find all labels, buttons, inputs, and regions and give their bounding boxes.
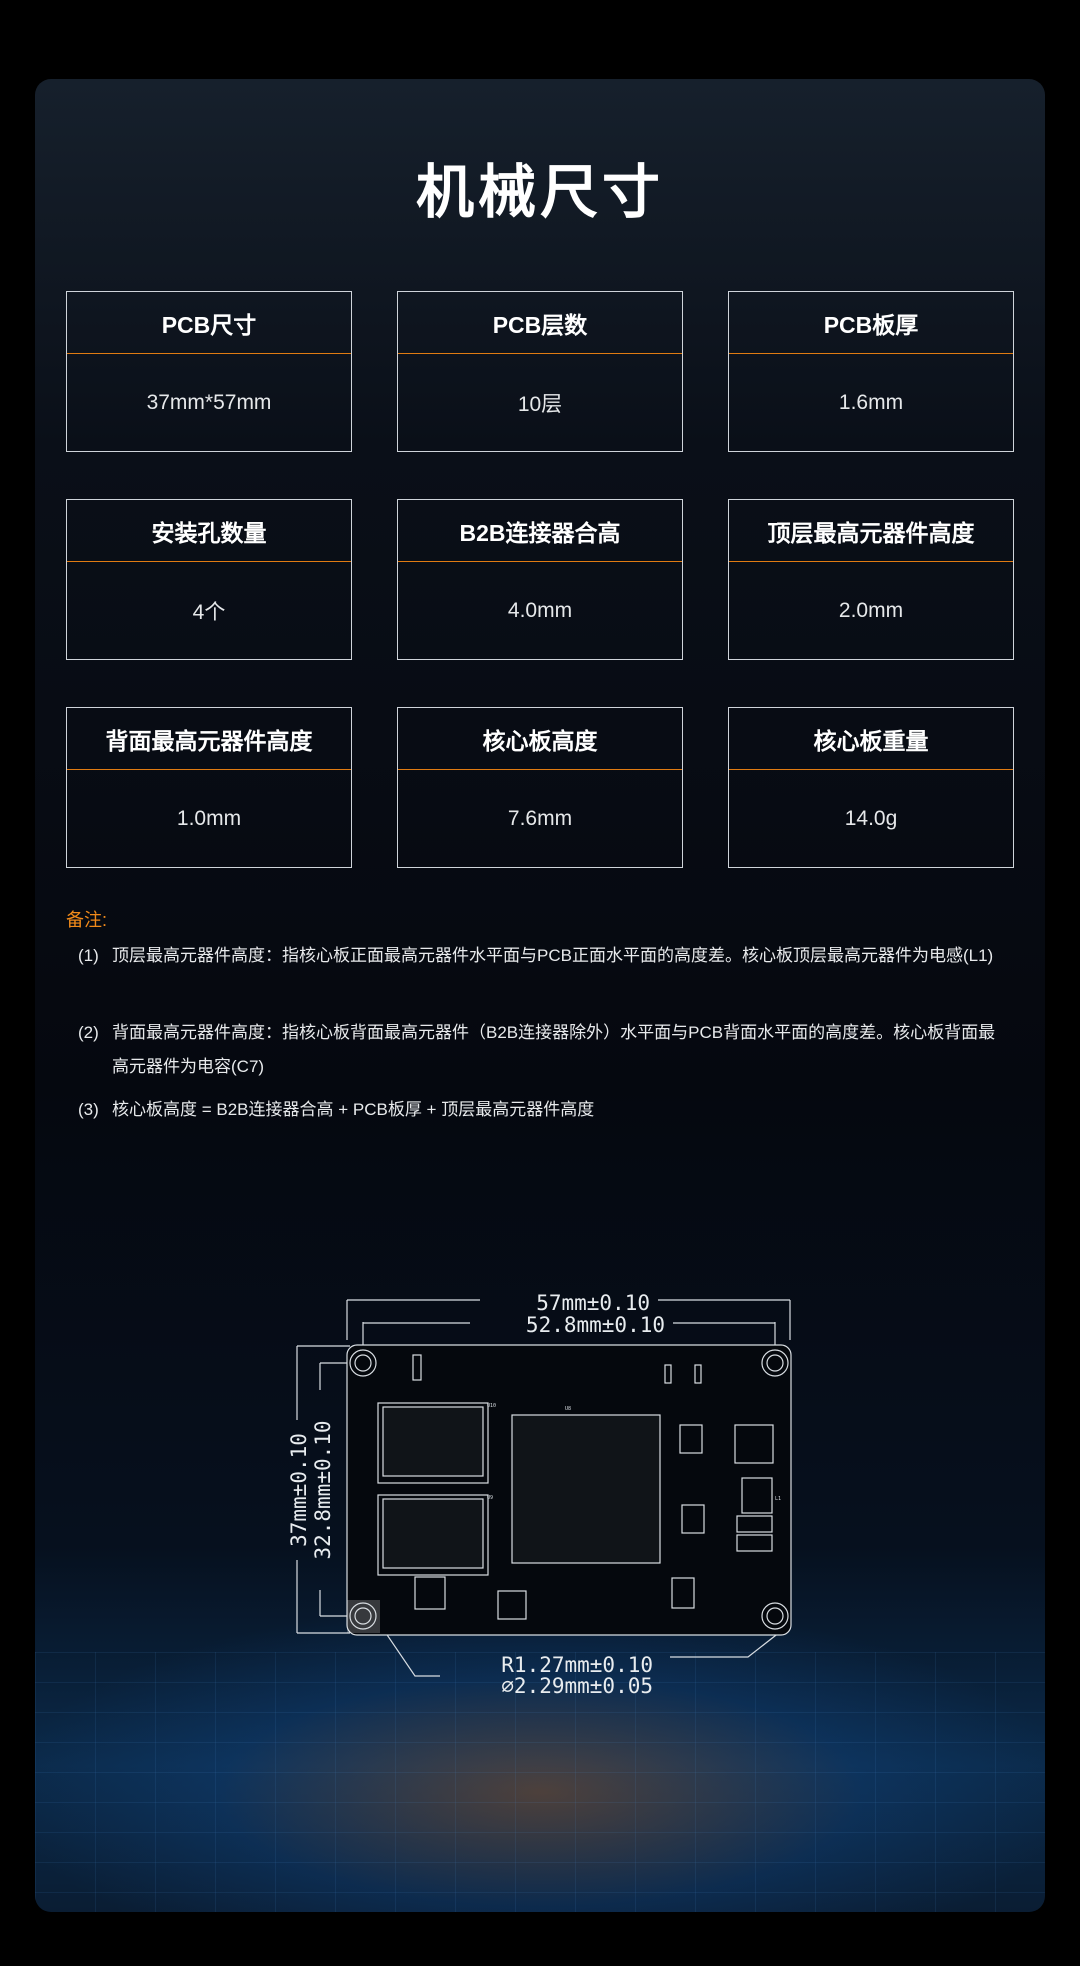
spec-value: 10层 — [517, 392, 563, 416]
note-number: (1) — [78, 946, 99, 965]
spec-label: 核心板重量 — [729, 708, 1013, 770]
note-number: (3) — [78, 1100, 99, 1119]
note-text: 背面最高元器件高度：指核心板背面最高元器件（B2B连接器除外）水平面与PCB背面… — [112, 1023, 996, 1076]
hole-diameter-label: ∅2.29mm±0.05 — [501, 1674, 653, 1698]
spec-value: 4.0mm — [507, 598, 573, 622]
spec-box: 背面最高元器件高度 1.0mm — [66, 707, 352, 868]
note-1: (1) 顶层最高元器件高度：指核心板正面最高元器件水平面与PCB正面水平面的高度差… — [78, 939, 998, 973]
spec-box: 核心板高度 7.6mm — [397, 707, 683, 868]
spec-label: 核心板高度 — [398, 708, 682, 770]
component-labels: U8 U10 U9 L1 — [487, 1403, 781, 1502]
note-number: (2) — [78, 1023, 99, 1042]
spec-label: PCB层数 — [398, 292, 682, 354]
background-glow — [35, 1612, 1045, 1912]
width-inner-label: 52.8mm±0.10 — [526, 1313, 665, 1337]
mounting-holes — [349, 1349, 789, 1630]
spec-label: B2B连接器合高 — [398, 500, 682, 562]
pcb-dimension-drawing: U8 U10 U9 L1 57mm±0.10 52.8mm±0.10 R1.27… — [287, 1291, 792, 1698]
note-text: 顶层最高元器件高度：指核心板正面最高元器件水平面与PCB正面水平面的高度差。核心… — [112, 946, 994, 965]
spec-box: PCB尺寸 37mm*57mm — [66, 291, 352, 452]
height-inner-label: 32.8mm±0.10 — [311, 1420, 335, 1559]
spec-value: 1.6mm — [838, 390, 904, 414]
spec-value: 2.0mm — [838, 598, 904, 622]
height-outer-label: 37mm±0.10 — [287, 1433, 311, 1547]
spec-label: 安装孔数量 — [67, 500, 351, 562]
svg-text:U8: U8 — [565, 1406, 571, 1412]
note-3: (3) 核心板高度 = B2B连接器合高 + PCB板厚 + 顶层最高元器件高度 — [78, 1093, 998, 1127]
note-text: 核心板高度 = B2B连接器合高 + PCB板厚 + 顶层最高元器件高度 — [112, 1100, 595, 1119]
svg-text:U10: U10 — [487, 1403, 496, 1409]
spec-value: 14.0g — [844, 806, 898, 830]
spec-box: PCB板厚 1.6mm — [728, 291, 1014, 452]
spec-label: PCB尺寸 — [67, 292, 351, 354]
spec-value: 7.6mm — [507, 806, 573, 830]
corner-radius-label: R1.27mm±0.10 — [501, 1653, 653, 1677]
spec-value: 37mm*57mm — [146, 390, 272, 414]
components — [377, 1354, 774, 1620]
page-title: 机械尺寸 — [415, 160, 664, 225]
spec-label: PCB板厚 — [729, 292, 1013, 354]
spec-box: 核心板重量 14.0g — [728, 707, 1014, 868]
svg-text:L1: L1 — [775, 1496, 781, 1502]
spec-value: 1.0mm — [176, 806, 242, 830]
spec-box: PCB层数 10层 — [397, 291, 683, 452]
note-2: (2) 背面最高元器件高度：指核心板背面最高元器件（B2B连接器除外）水平面与PC… — [78, 1016, 998, 1084]
spec-box: 安装孔数量 4个 — [66, 499, 352, 660]
spec-value: 4个 — [192, 600, 226, 624]
spec-label: 背面最高元器件高度 — [67, 708, 351, 770]
spec-label: 顶层最高元器件高度 — [729, 500, 1013, 562]
spec-box: 顶层最高元器件高度 2.0mm — [728, 499, 1014, 660]
width-outer-label: 57mm±0.10 — [536, 1291, 650, 1315]
background-grid — [35, 1652, 1045, 1912]
notes-title: 备注: — [66, 910, 108, 930]
svg-text:U9: U9 — [487, 1495, 493, 1501]
spec-box: B2B连接器合高 4.0mm — [397, 499, 683, 660]
